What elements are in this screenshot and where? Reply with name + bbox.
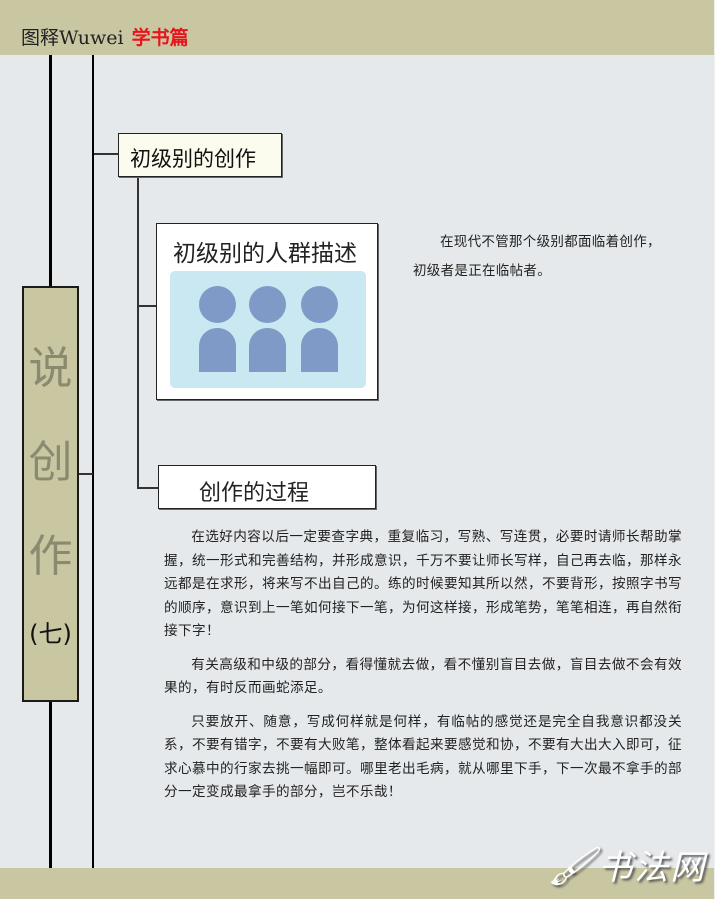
paragraph: 在选好内容以后一定要查字典，重复临习，写熟、写连贯，必要时请师长帮助掌握，统一形… (164, 529, 682, 639)
calligraphy-logo: 🖌书法网 (548, 844, 707, 888)
site-title: 图释Wuwei (21, 27, 124, 49)
body-text: 在选好内容以后一定要查字典，重复临习，写熟、写连贯，必要时请师长帮助掌握，统一形… (164, 526, 682, 815)
node-beginner-creation: 初级别的创作 (118, 133, 282, 177)
connector-side-box (77, 473, 93, 475)
chapter-char: 作 (28, 531, 73, 582)
tree-vertical-branch (137, 176, 139, 489)
paragraph: 有关高级和中级的部分，看得懂就去做，看不懂别盲目去做，盲目去做不会有效果的，有时… (164, 656, 682, 697)
connector-process-node (139, 487, 158, 489)
node-label: 初级别的人群描述 (173, 241, 357, 267)
header-title: 图释Wuwei 学书篇 (21, 23, 189, 50)
connector-people-node (139, 305, 156, 307)
people-description: 在现代不管那个级别都面临着创作，初级者是正在临帖者。 (413, 234, 661, 279)
chapter-number: (七) (29, 620, 72, 648)
chapter-char: 创 (28, 437, 73, 488)
node-label: 初级别的创作 (130, 147, 256, 171)
chapter-title-box: 说 创 作 (七) (22, 286, 79, 702)
person-icon (301, 286, 338, 372)
header-band: 图释Wuwei 学书篇 (0, 0, 714, 55)
section-title: 学书篇 (131, 27, 189, 49)
person-icon (199, 286, 236, 372)
secondary-vertical-line (92, 55, 94, 868)
footer-band (0, 868, 714, 899)
chapter-char: 说 (28, 343, 73, 394)
person-icon (249, 286, 286, 372)
paragraph: 只要放开、随意，写成何样就是何样，有临帖的感觉还是完全自我意识都没关系，不要有错… (164, 713, 682, 801)
node-label: 创作的过程 (199, 481, 310, 506)
connector-level1 (94, 153, 118, 155)
node-beginner-people: 初级别的人群描述 (156, 223, 378, 400)
node-creation-process: 创作的过程 (158, 465, 376, 509)
people-group-icon (170, 271, 366, 388)
